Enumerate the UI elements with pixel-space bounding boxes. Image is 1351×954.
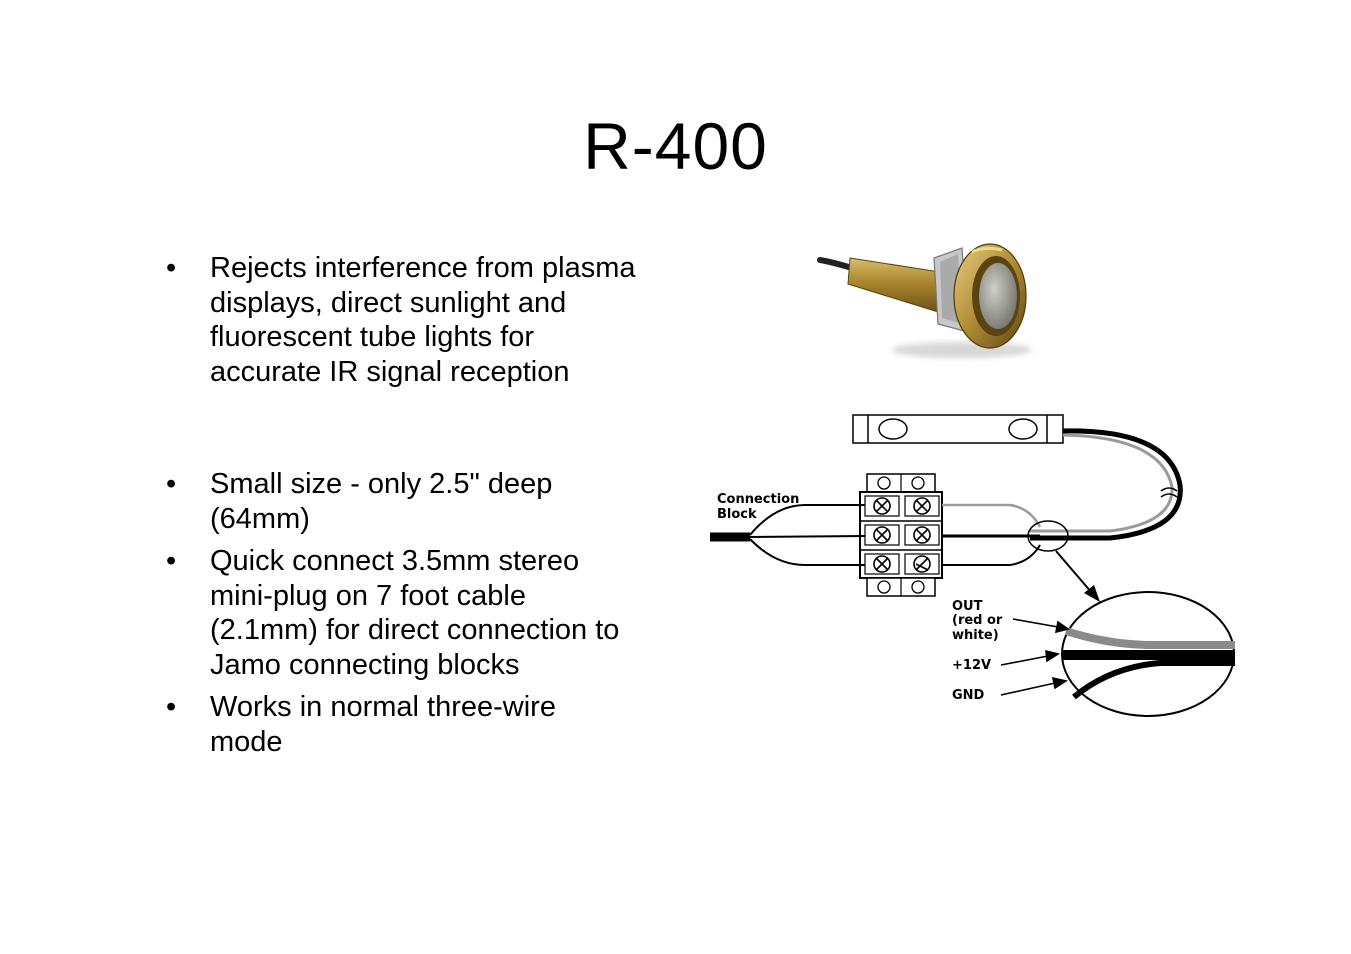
bullet-text: Rejects interference from plasma display…: [210, 252, 636, 389]
bullet-text: Small size - only 2.5" deep (64mm): [210, 468, 553, 535]
sensor-bar: [852, 414, 1064, 444]
splice-highlight: [1027, 520, 1069, 552]
input-cable: [710, 504, 866, 566]
bullet-text: Works in normal three-wire mode: [210, 691, 556, 758]
wiring-diagram: Connection Block OUT (red or white) +12V…: [680, 405, 1252, 721]
out-label-2: (red or: [952, 613, 1003, 628]
out-label-1: OUT: [952, 599, 983, 614]
bullet-item: • Small size - only 2.5" deep (64mm): [166, 467, 636, 536]
bullet-glyph: •: [166, 252, 177, 284]
connection-block-label-2: Block: [717, 507, 757, 522]
slide-title: R-400: [583, 109, 768, 183]
bullet-text: Quick connect 3.5mm stereo mini-plug on …: [210, 545, 620, 682]
connection-block-label-1: Connection: [717, 492, 799, 507]
magnified-wire-view: [1061, 591, 1235, 717]
zoom-arrow: [1055, 550, 1100, 602]
bullet-item: • Quick connect 3.5mm stereo mini-plug o…: [166, 544, 636, 683]
bullet-item: • Works in normal three-wire mode: [166, 690, 636, 759]
diagram-labels: Connection Block OUT (red or white) +12V…: [717, 492, 1003, 703]
out-label-3: white): [952, 628, 999, 643]
bullet-item: • Rejects interference from plasma displ…: [166, 251, 636, 390]
sensor-cable: [1030, 428, 1183, 541]
connection-block: [859, 473, 943, 597]
gnd-label: GND: [952, 688, 985, 703]
bullet-glyph: •: [166, 691, 177, 723]
sensor-photo: [817, 243, 1032, 358]
bullet-glyph: •: [166, 545, 177, 577]
label-arrows: [1000, 618, 1070, 696]
plus12v-label: +12V: [952, 658, 991, 673]
bullet-glyph: •: [166, 468, 177, 500]
